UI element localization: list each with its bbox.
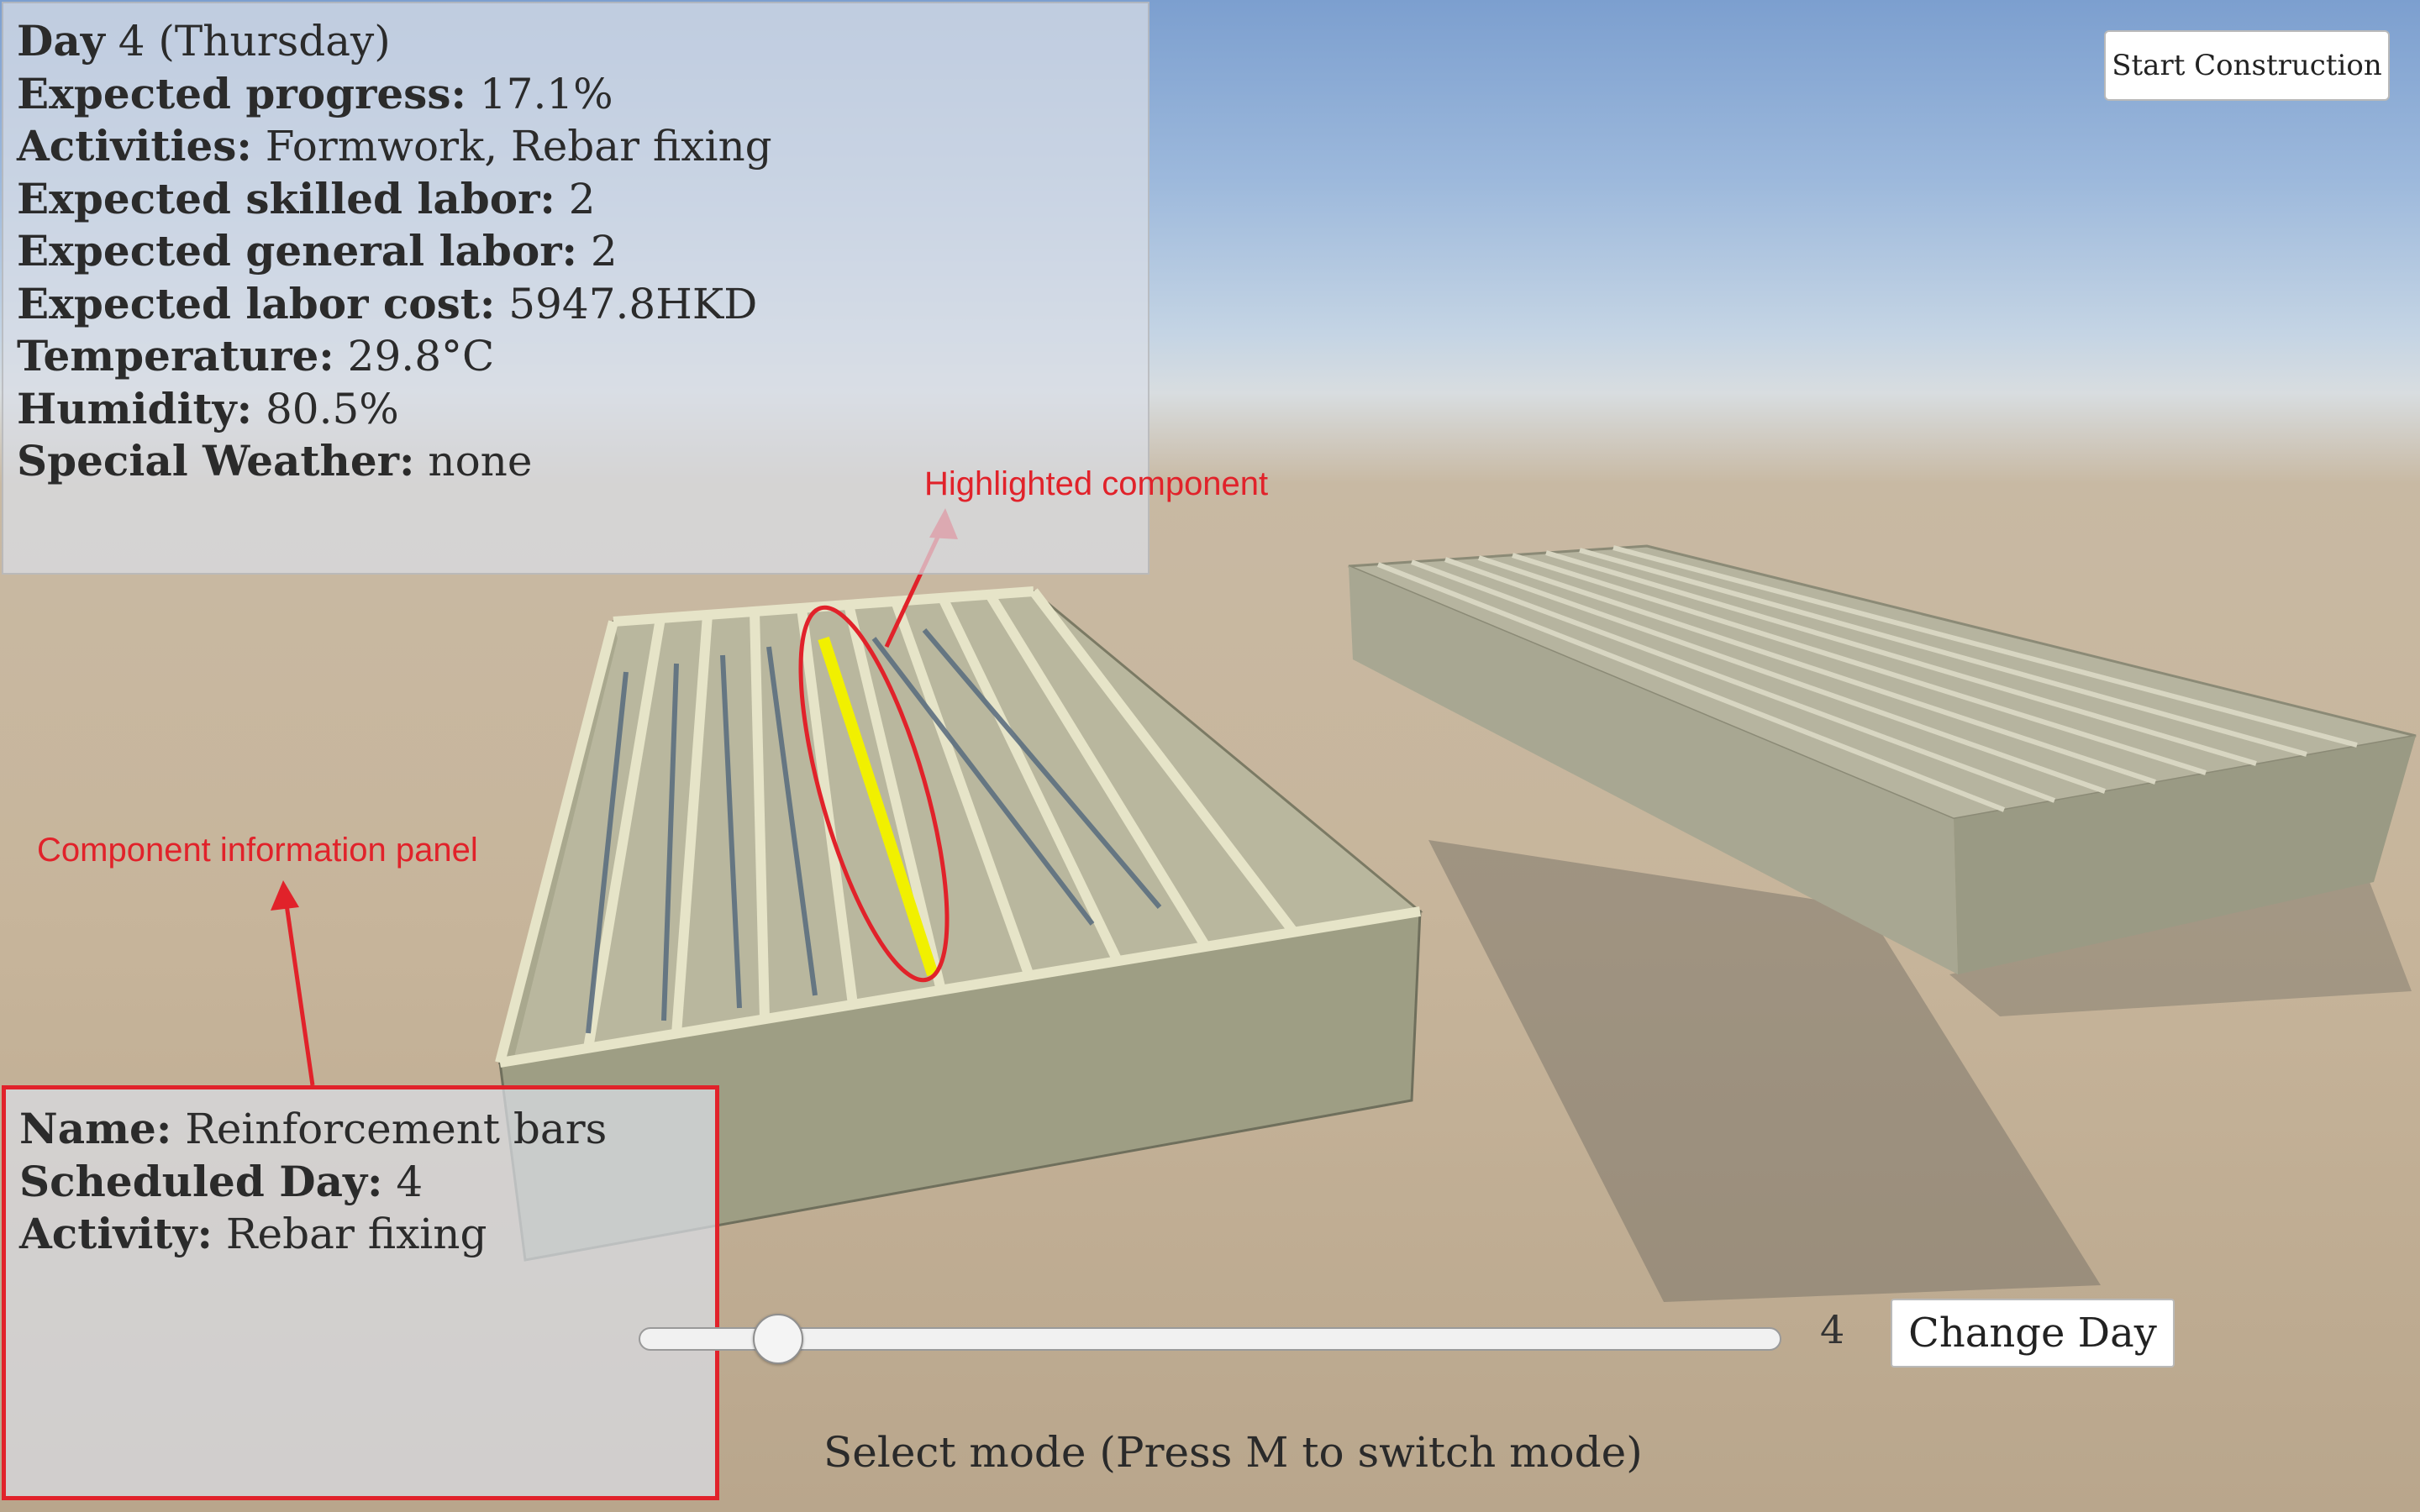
day-slider-handle[interactable]: [753, 1314, 803, 1364]
general-labor-row: Expected general labor: 2: [17, 226, 618, 276]
activities-row: Activities: Formwork, Rebar fixing: [17, 121, 772, 171]
component-info-panel: Name: Reinforcement bars Scheduled Day: …: [2, 1085, 719, 1500]
change-day-button[interactable]: Change Day: [1891, 1299, 2175, 1368]
day-row: Day 4 (Thursday): [17, 16, 391, 66]
scheduled-day-row: Scheduled Day: 4: [19, 1156, 424, 1206]
component-activity-row: Activity: Rebar fixing: [19, 1209, 487, 1258]
formwork-shadow: [1428, 840, 2101, 1302]
skilled-labor-row: Expected skilled labor: 2: [17, 173, 596, 223]
day-info-panel: Day 4 (Thursday) Expected progress: 17.1…: [2, 2, 1150, 575]
formwork-box: [495, 586, 1423, 1262]
labor-cost-row: Expected labor cost: 5947.8HKD: [17, 278, 758, 328]
day-slider-track[interactable]: [639, 1327, 1781, 1351]
component-panel-annotation: Component information panel: [37, 832, 478, 869]
concrete-slab: [1348, 544, 2417, 974]
progress-row: Expected progress: 17.1%: [17, 68, 613, 118]
temperature-row: Temperature: 29.8°C: [17, 331, 495, 381]
highlighted-rebar: [818, 636, 939, 977]
weather-row: Special Weather: none: [17, 436, 533, 486]
humidity-row: Humidity: 80.5%: [17, 383, 399, 433]
highlighted-component-annotation: Highlighted component: [924, 465, 1269, 502]
day-slider-value: 4: [1820, 1307, 1845, 1352]
panel-arrow: [283, 898, 315, 1086]
mode-status-text: Select mode (Press M to switch mode): [823, 1428, 1643, 1477]
component-name-row: Name: Reinforcement bars: [19, 1104, 608, 1153]
panel-arrowhead: [271, 880, 299, 911]
highlight-ellipse: [798, 605, 950, 983]
slab-shadow: [1949, 882, 2412, 1016]
start-construction-button[interactable]: Start Construction: [2104, 30, 2390, 101]
